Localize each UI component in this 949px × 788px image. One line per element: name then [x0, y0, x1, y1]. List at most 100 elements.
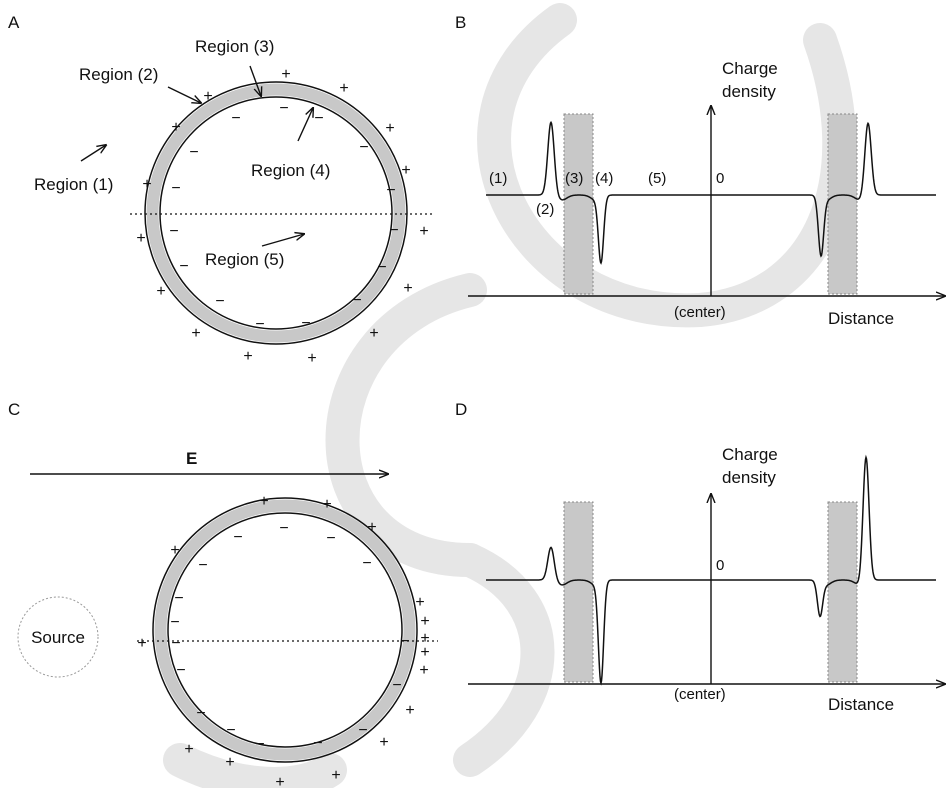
plus-charge: + — [281, 66, 290, 83]
y-axis-label-d-line1: Charge — [722, 445, 778, 464]
region-5-label: Region (5) — [205, 250, 284, 269]
x-axis-label-d: Distance — [828, 695, 894, 714]
y-axis-label-b-line2: density — [722, 82, 776, 101]
minus-charge: − — [171, 635, 180, 652]
plus-charge: + — [225, 754, 234, 771]
minus-charge: − — [233, 529, 242, 546]
minus-charge: − — [255, 736, 264, 753]
panel-c: C E Source ++++++++++++++++−−−−−−−−−−−−−… — [8, 400, 438, 788]
minus-charge: − — [314, 110, 323, 127]
plus-charge: + — [259, 493, 268, 510]
membrane-band-left-d — [564, 502, 593, 682]
minus-charge: − — [389, 222, 398, 239]
plus-charge: + — [156, 283, 165, 300]
plus-charge: + — [191, 325, 200, 342]
minus-charge: − — [313, 735, 322, 752]
minus-charge: − — [231, 110, 240, 127]
region-2-label: Region (2) — [79, 65, 158, 84]
panel-a: A +++++++++++++++−−−−−−−−−−−−−−− Region … — [8, 13, 432, 367]
plus-charge: + — [142, 176, 151, 193]
profile-region-2: (2) — [536, 201, 554, 218]
minus-charge: − — [198, 557, 207, 574]
minus-charge: − — [215, 293, 224, 310]
minus-charge: − — [352, 292, 361, 309]
minus-charge: − — [255, 316, 264, 333]
plus-charge: + — [170, 542, 179, 559]
minus-charge: − — [279, 520, 288, 537]
minus-charge: − — [169, 223, 178, 240]
plus-charge: + — [184, 741, 193, 758]
plus-charge: + — [385, 120, 394, 137]
minus-charge: − — [362, 555, 371, 572]
y-axis-label-b-line1: Charge — [722, 59, 778, 78]
center-label-d: (center) — [674, 686, 726, 703]
minus-charge: − — [189, 144, 198, 161]
minus-charge: − — [176, 662, 185, 679]
minus-charge: − — [386, 182, 395, 199]
plus-charge: + — [367, 519, 376, 536]
panel-d-letter: D — [455, 400, 467, 419]
profile-region-1: (1) — [489, 170, 507, 187]
plus-charge: + — [243, 348, 252, 365]
minus-charge: − — [358, 722, 367, 739]
plus-charge: + — [405, 702, 414, 719]
region-2-arrow — [168, 87, 201, 103]
plus-charge: + — [403, 280, 412, 297]
source-label: Source — [31, 628, 85, 647]
plus-charge: + — [339, 80, 348, 97]
region-4-label: Region (4) — [251, 161, 330, 180]
plus-charge: + — [379, 734, 388, 751]
minus-charge: − — [301, 315, 310, 332]
plus-charge: + — [419, 662, 428, 679]
plus-charge: + — [415, 594, 424, 611]
center-label-b: (center) — [674, 304, 726, 321]
region-3-label: Region (3) — [195, 37, 274, 56]
panel-a-letter: A — [8, 13, 20, 32]
plus-charge: + — [307, 350, 316, 367]
plus-charge: + — [203, 88, 212, 105]
profile-region-5: (5) — [648, 170, 666, 187]
minus-charge: − — [179, 258, 188, 275]
region-1-arrow — [81, 145, 106, 161]
plus-charge: + — [171, 119, 180, 136]
zero-label-d: 0 — [716, 557, 724, 574]
minus-charge: − — [326, 530, 335, 547]
minus-charge: − — [279, 100, 288, 117]
membrane-band-right-b — [828, 114, 857, 294]
minus-charge: − — [171, 180, 180, 197]
plus-charge: + — [137, 635, 146, 652]
cell-outer-a — [145, 82, 407, 344]
minus-charge: − — [377, 259, 386, 276]
membrane-band-left-b — [564, 114, 593, 294]
minus-charge: − — [174, 590, 183, 607]
y-axis-label-d-line2: density — [722, 468, 776, 487]
region-1-label: Region (1) — [34, 175, 113, 194]
plus-charge: + — [275, 774, 284, 788]
watermark — [180, 20, 839, 784]
membrane-a — [153, 90, 400, 337]
profile-region-3: (3) — [565, 170, 583, 187]
plus-charge: + — [369, 325, 378, 342]
membrane-band-right-d — [828, 502, 857, 682]
minus-charge: − — [226, 722, 235, 739]
minus-charge: − — [359, 139, 368, 156]
field-label: E — [186, 449, 197, 468]
minus-charge: − — [400, 633, 409, 650]
panel-b-letter: B — [455, 13, 466, 32]
panel-c-letter: C — [8, 400, 20, 419]
plus-charge: + — [331, 767, 340, 784]
profile-region-4: (4) — [595, 170, 613, 187]
region-4-arrow — [298, 108, 313, 141]
plus-charge: + — [401, 162, 410, 179]
x-axis-label-b: Distance — [828, 309, 894, 328]
zero-label-b: 0 — [716, 170, 724, 187]
plus-charge: + — [322, 496, 331, 513]
minus-charge: − — [392, 677, 401, 694]
region-5-arrow — [262, 234, 304, 246]
plus-charge: + — [420, 644, 429, 661]
plus-charge: + — [136, 230, 145, 247]
plus-charge: + — [420, 613, 429, 630]
minus-charge: − — [170, 614, 179, 631]
minus-charge: − — [196, 705, 205, 722]
